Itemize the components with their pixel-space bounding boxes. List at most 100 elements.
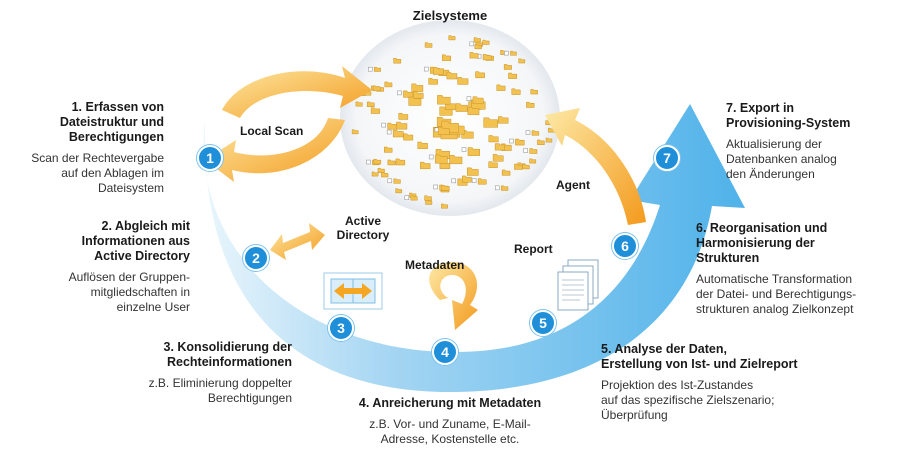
folder-icon [461, 175, 472, 183]
expand-box-icon [423, 66, 429, 72]
folder-icon [537, 139, 545, 145]
folder-cloud [340, 20, 560, 216]
step-4-description: z.B. Vor- und Zuname, E-Mail- Adresse, K… [369, 417, 531, 446]
folder-icon [518, 58, 526, 64]
expand-box-icon [466, 96, 472, 101]
folder-icon [441, 185, 450, 191]
folder-icon [424, 42, 433, 48]
folder-icon [428, 77, 438, 85]
step-1-heading: 1. Erfassen von Dateistruktur und Berech… [59, 100, 164, 144]
folder-icon [434, 154, 448, 164]
main-process-arrow [203, 104, 746, 392]
folder-icon [424, 195, 432, 201]
folder-icon [488, 161, 498, 168]
folder-icon [455, 103, 468, 112]
folder-icon [396, 121, 408, 130]
folder-icon [501, 169, 511, 176]
folder-icon [420, 161, 431, 170]
step-3-heading: 3. Konsolidierung der Rechteinformatione… [163, 340, 293, 369]
folder-icon [441, 203, 448, 209]
folder-icon [392, 129, 404, 138]
folder-icon [393, 178, 401, 184]
folder-icon [488, 135, 499, 143]
folder-icon [477, 178, 487, 185]
folder-icon [467, 147, 480, 156]
folder-icon [449, 155, 463, 165]
folder-icon [515, 138, 525, 146]
folder-icon [514, 163, 523, 170]
expand-box-icon [509, 138, 514, 144]
folder-icon [522, 163, 530, 170]
step-4-heading: 4. Anreicherung mit Metadaten [358, 396, 542, 410]
folder-icon [351, 129, 359, 135]
step-7-heading: 7. Export in Provisioning-System [726, 101, 851, 130]
step-5-description: Projektion des Ist-Zustandes auf das spe… [601, 378, 775, 422]
step-badge-6: 6 [612, 233, 638, 259]
step-5: 5. Analyse der Daten, Erstellung von Ist… [601, 342, 881, 423]
step-2-heading: 2. Abgleich mit Informationen aus Active… [81, 219, 190, 263]
folder-icon [492, 154, 504, 162]
folder-icon [387, 159, 396, 166]
folder-icon [437, 126, 450, 135]
label-metadaten: Metadaten [405, 258, 465, 272]
step-6-heading: 6. Reorganisation und Harmonisierung der… [696, 221, 828, 265]
step-1: 1. Erfassen von Dateistruktur und Berech… [0, 100, 164, 196]
label-agent: Agent [556, 178, 590, 192]
expand-box-icon [504, 50, 509, 56]
step-badge-2: 2 [243, 245, 269, 271]
expand-box-icon [433, 184, 438, 190]
step-5-heading: 5. Analyse der Daten, Erstellung von Ist… [601, 342, 798, 371]
folder-icon [448, 35, 456, 41]
expand-box-icon [495, 185, 500, 191]
folder-icon [355, 101, 363, 107]
step-badge-5: 5 [530, 310, 556, 336]
step-6-description: Automatische Transformation der Datei- u… [696, 272, 857, 316]
expand-box-icon [451, 178, 456, 184]
folder-icon [473, 37, 481, 43]
folder-icon [395, 158, 406, 166]
folder-icon [503, 64, 512, 70]
folder-icon [398, 112, 409, 120]
label-report: Report [514, 242, 553, 256]
step-3-description: z.B. Eliminierung doppelter Berechtigung… [148, 376, 292, 405]
folder-icon [377, 167, 385, 173]
expand-box-icon [469, 41, 475, 47]
expand-box-icon [428, 154, 434, 160]
folder-icon [508, 72, 517, 79]
expand-box-icon [381, 122, 386, 128]
step-badge-4: 4 [432, 339, 458, 365]
folder-icon [410, 195, 418, 201]
step-2-description: Auflösen der Gruppen- mitgliedschaften i… [68, 270, 190, 314]
folder-icon [374, 66, 381, 72]
step-4: 4. Anreicherung mit Metadaten z.B. Vor- … [320, 396, 580, 447]
local-scan-arrow [205, 66, 372, 182]
diagram-title: Zielsysteme [412, 8, 488, 23]
folder-icon [403, 90, 414, 98]
documents-icon [557, 259, 599, 311]
folder-icon [529, 158, 537, 164]
folder-icon [531, 130, 540, 136]
expand-box-icon [404, 195, 410, 201]
folder-icon [371, 171, 379, 177]
expand-box-icon [525, 130, 531, 135]
folder-icon [442, 54, 452, 61]
step-7-description: Aktualisierung der Datenbanken analog de… [726, 137, 837, 181]
folder-icon [494, 143, 505, 151]
folder-icon [511, 88, 521, 95]
step-6: 6. Reorganisation und Harmonisierung der… [696, 221, 891, 317]
folder-icon [501, 185, 509, 191]
folder-icon [467, 106, 480, 116]
folder-icon [483, 117, 498, 128]
folder-icon [482, 54, 492, 61]
folder-icon [403, 133, 414, 141]
folder-icon [408, 96, 422, 106]
label-local-scan: Local Scan [240, 124, 304, 138]
folder-icon [384, 81, 393, 88]
expand-box-icon [366, 159, 371, 165]
folder-icon [381, 172, 389, 178]
swap-arrows-icon [323, 272, 383, 310]
step-badge-3: 3 [328, 315, 354, 341]
folder-icon [366, 101, 375, 108]
expand-box-icon [471, 178, 477, 183]
expand-box-icon [461, 147, 467, 152]
